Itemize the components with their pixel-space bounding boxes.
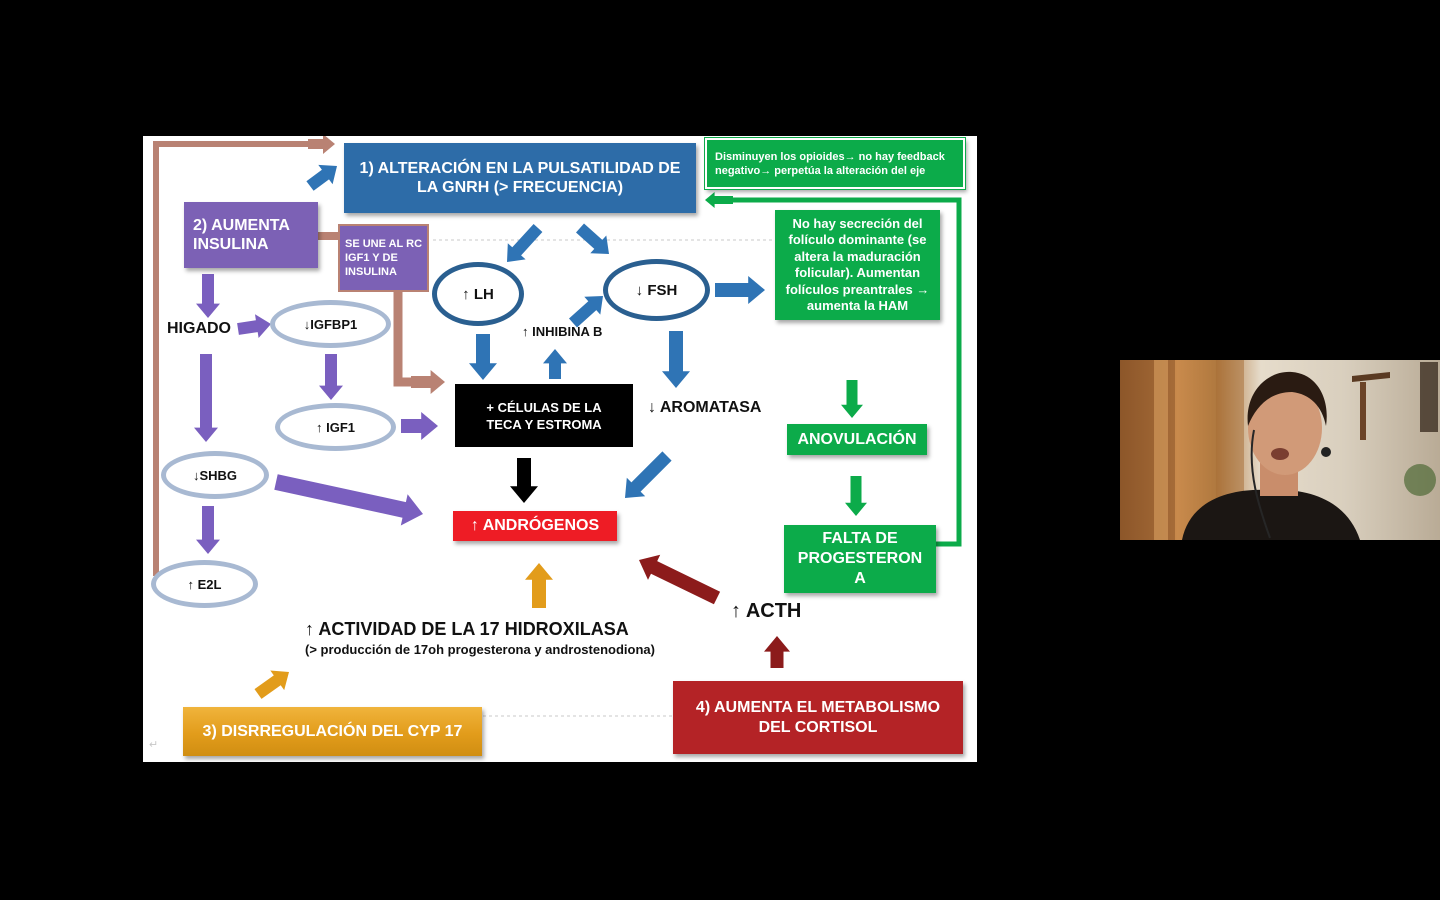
green-loop-line xyxy=(723,197,962,547)
video-feed xyxy=(1120,360,1440,540)
box1-to-fsh-arrow xyxy=(576,223,609,254)
shbg-label: ↓SHBG xyxy=(192,467,238,483)
igfbp1-to-igf1-arrow xyxy=(319,354,343,400)
aromatasa-label: ↓ AROMATASA xyxy=(648,399,762,416)
tan-receptor-line xyxy=(393,292,423,387)
igfbp1-oval: ↓IGFBP1 xyxy=(270,300,391,348)
inhibina-label: ↑ INHIBINA B xyxy=(522,324,603,339)
cortisol-to-acth-arrow xyxy=(764,636,790,668)
acth-to-androgens-arrow xyxy=(639,554,721,605)
hydroxylase-title: ↑ ACTIVIDAD DE LA 17 HIDROXILASA xyxy=(305,619,629,639)
tan-to-theca-arrow xyxy=(411,370,445,394)
insulin-box: 2) AUMENTA INSULINA xyxy=(184,202,318,268)
anovulation-box: ANOVULACIÓN xyxy=(787,424,927,455)
igf1-to-theca-arrow xyxy=(401,412,438,440)
theca-cells-box: + CÉLULAS DE LA TECA Y ESTROMA xyxy=(455,384,633,447)
lh-oval: ↑ LH xyxy=(432,262,524,326)
tan-feedback-line xyxy=(153,141,313,576)
acth-label: ↑ ACTH xyxy=(731,600,802,622)
insulin-to-box1-arrow xyxy=(306,164,337,191)
igf1-receptor-note-text: SE UNE AL RC IGF1 Y DE INSULINA xyxy=(345,238,423,278)
follicle-note: No hay secreción del folículo dominante … xyxy=(775,210,940,320)
higado-label: HIGADO xyxy=(167,320,231,337)
green-to-anovulation-arrow xyxy=(841,380,863,418)
return-icon: ↵ xyxy=(149,739,159,751)
fsh-label: ↓ FSH xyxy=(635,281,678,299)
hydroxylase-to-androgens-arrow xyxy=(525,563,553,608)
shbg-to-e2l-arrow xyxy=(196,506,220,554)
cortisol-label: 4) AUMENTA EL METABOLISMO DEL CORTISOL xyxy=(695,698,941,736)
inhibina-to-fsh-arrow xyxy=(569,296,603,328)
theca-to-androgens-arrow xyxy=(510,458,538,503)
headset-icon xyxy=(1321,447,1331,457)
presentation-slide: 1) ALTERACIÓN EN LA PULSATILIDAD DE LA G… xyxy=(143,136,977,762)
follicle-note-text: No hay secreción del folículo dominante … xyxy=(785,215,930,314)
opioids-note: Disminuyen los opioides→ no hay feedback… xyxy=(704,137,966,190)
theca-cells-label: + CÉLULAS DE LA TECA Y ESTROMA xyxy=(486,399,602,432)
insulin-label: 2) AUMENTA INSULINA xyxy=(193,217,290,253)
anovulation-label: ANOVULACIÓN xyxy=(797,430,917,448)
presenter-video-icon xyxy=(1120,360,1438,540)
green-loop-arrowhead xyxy=(705,192,733,208)
cyp17-label: 3) DISRREGULACIÓN DEL CYP 17 xyxy=(202,722,463,740)
cortisol-box: 4) AUMENTA EL METABOLISMO DEL CORTISOL xyxy=(673,681,963,754)
cyp17-to-hydroxylase-arrow xyxy=(254,670,289,699)
igf1-receptor-note: SE UNE AL RC IGF1 Y DE INSULINA xyxy=(338,224,429,292)
green-to-progesterone-arrow xyxy=(845,476,867,516)
hydroxylase-subtitle: (> producción de 17oh progesterona y and… xyxy=(305,642,655,657)
insulin-to-higado-arrow xyxy=(196,274,220,318)
tan-feedback-arrowhead xyxy=(308,136,335,154)
gnrh-pulsatility-box: 1) ALTERACIÓN EN LA PULSATILIDAD DE LA G… xyxy=(344,143,696,213)
androgens-label: ↑ ANDRÓGENOS xyxy=(470,517,600,534)
opioids-note-text: Disminuyen los opioides→ no hay feedback… xyxy=(715,150,945,177)
theca-to-fsh-arrow xyxy=(543,349,567,379)
progesterone-label: FALTA DE PROGESTERON A xyxy=(797,530,923,587)
shbg-to-androgens-arrow xyxy=(274,474,423,526)
e2l-label: ↑ E2L xyxy=(187,576,222,592)
higado-to-shbg-arrow xyxy=(194,354,218,442)
lh-to-theca-arrow xyxy=(469,334,497,380)
higado-to-igfbp1-arrow xyxy=(237,314,271,338)
aromatasa-to-androgens-arrow xyxy=(625,451,672,498)
fsh-to-aromatasa-arrow xyxy=(662,331,690,388)
fsh-to-note-arrow xyxy=(715,276,765,304)
progesterone-box: FALTA DE PROGESTERON A xyxy=(784,525,936,593)
lh-label: ↑ LH xyxy=(462,285,494,303)
androgens-box: ↑ ANDRÓGENOS xyxy=(453,511,617,541)
box1-to-lh-arrow xyxy=(507,224,543,262)
igf1-oval: ↑ IGF1 xyxy=(275,403,396,451)
gnrh-pulsatility-label: 1) ALTERACIÓN EN LA PULSATILIDAD DE LA G… xyxy=(359,160,681,196)
igf1-label: ↑ IGF1 xyxy=(315,419,355,435)
fsh-oval: ↓ FSH xyxy=(603,259,710,321)
cyp17-box: 3) DISRREGULACIÓN DEL CYP 17 xyxy=(183,707,482,756)
igfbp1-label: ↓IGFBP1 xyxy=(303,316,358,332)
shbg-oval: ↓SHBG xyxy=(161,451,269,499)
diagram-arrows xyxy=(153,136,962,717)
e2l-oval: ↑ E2L xyxy=(151,560,258,608)
